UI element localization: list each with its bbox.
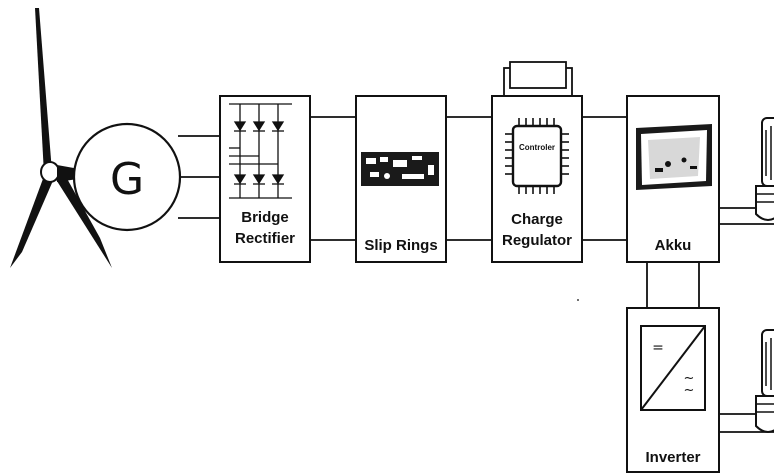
slip-ring-assembly-icon [361, 152, 439, 186]
charge-regulator-label-line2: Regulator [502, 232, 572, 249]
dc-symbol: = [652, 340, 664, 356]
akku-label: Akku [655, 237, 692, 254]
charge-regulator-label-line1: Charge [511, 211, 563, 228]
rectifier-label-line1: Bridge [241, 209, 289, 226]
inverter-label: Inverter [645, 449, 700, 466]
inverter-symbol-icon: = ~ ~ [641, 326, 705, 410]
slip-rings-block: Slip Rings [356, 96, 446, 262]
akku-block: Akku [627, 96, 719, 262]
microcontroller-chip-icon: Controler [505, 118, 569, 194]
generator-label: G [110, 154, 144, 205]
light-bulb-icon-top [756, 118, 774, 220]
connector-icon [504, 62, 572, 96]
bridge-rectifier-block: Bridge Rectifier [220, 96, 310, 262]
ac-symbol-2: ~ [684, 383, 695, 398]
rectifier-label-line2: Rectifier [235, 230, 295, 247]
inverter-block: = ~ ~ Inverter [627, 308, 719, 472]
generator: G [74, 124, 180, 230]
slip-rings-label: Slip Rings [364, 237, 437, 254]
charge-regulator-block: Controler Charge Regulator [492, 62, 582, 262]
battery-icon [636, 124, 712, 190]
chip-label: Controler [519, 143, 555, 152]
light-bulb-icon-bottom [756, 330, 774, 432]
